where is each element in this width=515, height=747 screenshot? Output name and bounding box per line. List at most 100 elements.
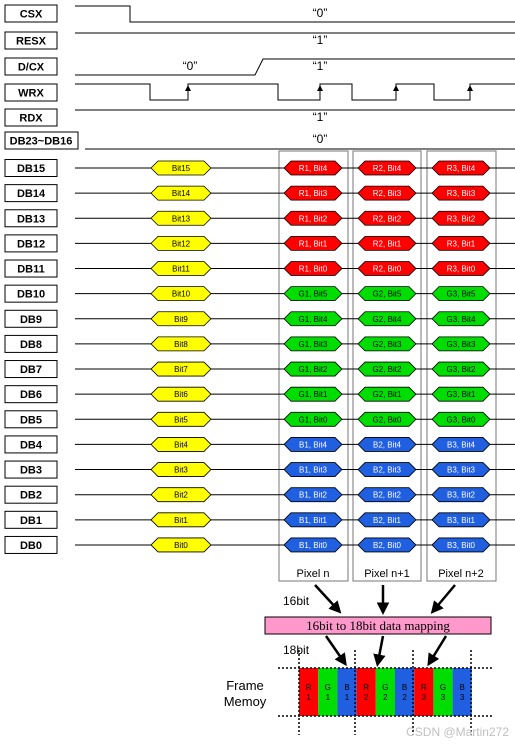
pixel-bit-hex [357,437,417,452]
signal-name: DB11 [17,264,45,276]
signal-name: WRX [18,88,44,100]
signal-label-box [4,83,58,102]
memory-cell-index: 1 [345,693,350,702]
input-bit-hex [150,386,212,402]
signal-label-box [4,31,58,50]
pixel-bit-hex [431,210,491,226]
signal-name: DB1 [20,515,42,527]
memory-cell-index: 2 [364,693,369,702]
input-bit-label: Bit0 [174,541,188,550]
pixel-bit-label: G3, Bit2 [447,365,476,374]
signal-label-box [4,435,58,454]
signal-label-box [4,410,58,429]
label-18bit: 18bit [283,643,310,657]
memory-cell [414,668,434,716]
input-bit-label: Bit1 [174,516,188,525]
csx-waveform [75,5,515,23]
pixel-bit-hex [431,336,491,352]
signal-csx: CSX “0” [4,4,515,23]
pixel-bit-hex [283,437,343,452]
pixel-bit-hex [357,462,417,477]
pixel-bit-label: B2, Bit4 [373,440,402,449]
signal-name: DB9 [20,314,42,326]
pixel-bit-label: R1, Bit1 [299,239,328,248]
pixel-bit-hex [283,286,343,302]
pixel-bit-label: B3, Bit1 [447,516,476,525]
pixel-bit-hex [357,336,417,352]
pixel-bit-hex [357,210,417,226]
signal-label-box [4,535,58,554]
input-bit-label: Bit12 [172,239,191,248]
pixel-bit-hex [431,437,491,452]
pixel-bit-hex [283,210,343,226]
memory-cell [318,668,338,716]
pixel-bit-label: B2, Bit3 [373,466,402,475]
input-bit-hex [150,462,212,477]
input-bit-label: Bit8 [174,340,188,349]
memory-cell-channel: B [402,683,407,692]
input-bit-hex [150,336,212,352]
pixel-bit-hex [283,336,343,352]
signal-label-box [4,131,79,150]
pixel-bit-hex [283,537,343,553]
pixel-bit-hex [357,386,417,402]
input-bit-hex [150,411,212,427]
pixel-bit-hex [431,261,491,276]
pixel-bit-hex [357,411,417,427]
pixel-bit-label: B2, Bit0 [373,541,402,550]
input-bit-label: Bit6 [174,390,188,399]
memory-arrow [324,635,347,667]
pixel-bit-hex [431,462,491,477]
memory-cell [299,668,319,716]
memory-cell-channel: G [382,683,388,692]
frame-memory-label-line2: Memoy [224,694,267,709]
pixel-bit-hex [431,311,491,327]
pixel-bit-hex [357,261,417,276]
input-bit-label: Bit13 [172,214,191,223]
pixel-bit-hex [357,512,417,528]
memory-cell-channel: R [363,683,369,692]
input-bit-hex [150,160,212,176]
db23-db16-value: “0” [313,132,328,146]
signal-name: DB15 [17,163,45,175]
pixel-bit-label: R3, Bit1 [447,239,476,248]
input-bit-label: Bit14 [172,189,191,198]
pixel-bit-hex [283,462,343,477]
memory-cell [433,668,453,716]
pixel-bit-label: R2, Bit2 [373,214,402,223]
pixel-bit-hex [357,311,417,327]
memory-cell [395,668,415,716]
pixel-bit-hex [283,411,343,427]
signal-label-box [4,259,58,278]
signal-label-box [4,159,58,177]
signal-name: DB10 [17,289,45,301]
frame-memory-label-line1: Frame [226,678,264,693]
pixel-bit-hex [431,185,491,201]
memory-cell [337,668,357,716]
pixel-n-frame [278,150,349,582]
pixel-bit-label: G2, Bit1 [373,390,402,399]
input-bit-hex [150,537,212,553]
pixel-label-n: Pixel n [296,568,329,580]
memory-cell-index: 3 [460,693,465,702]
pixel-label-n1: Pixel n+1 [364,568,410,580]
pixel-bit-label: B3, Bit3 [447,466,476,475]
signal-name: DB14 [17,188,46,200]
pixel-bit-hex [357,487,417,503]
pixel-bit-hex [357,185,417,201]
pixel-bit-label: B3, Bit4 [447,440,476,449]
input-bit-label: Bit15 [172,164,191,173]
pixel-bit-hex [431,411,491,427]
signal-label-box [4,385,58,404]
watermark: CSDN @Martin272 [406,725,509,739]
pixel-bit-label: R2, Bit0 [373,265,402,274]
signal-label-box [4,284,58,303]
signal-wrx: WRX [4,83,515,102]
pixel-bit-hex [283,235,343,251]
memory-cell-index: 3 [441,693,446,702]
